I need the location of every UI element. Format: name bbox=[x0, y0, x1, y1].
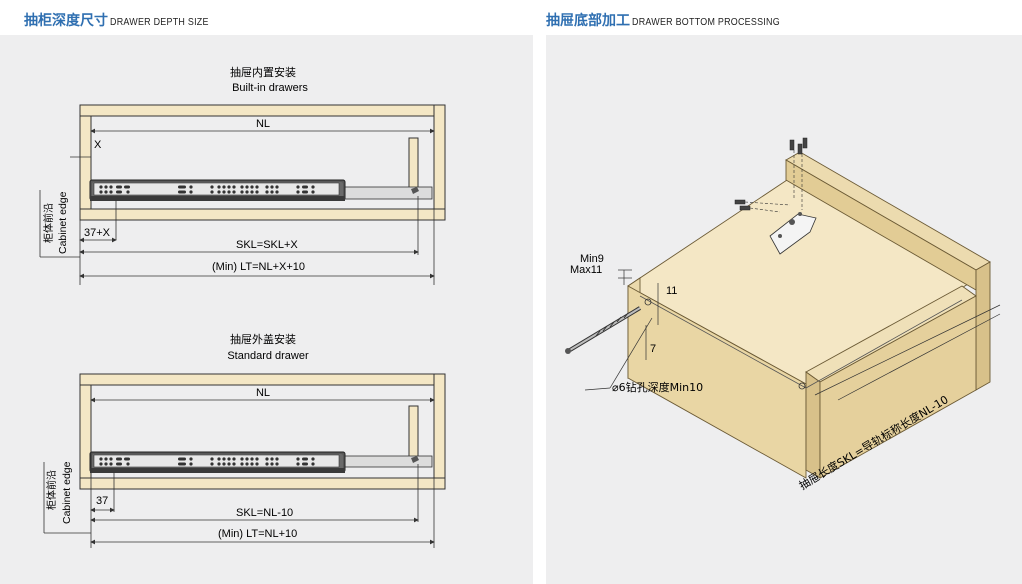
builtin-lt-label: (Min) LT=NL+X+10 bbox=[212, 261, 305, 273]
right-heading-en: DRAWER BOTTOM PROCESSING bbox=[632, 16, 780, 28]
builtin-offset-label: 37+X bbox=[84, 227, 111, 239]
left-heading-en: DRAWER DEPTH SIZE bbox=[110, 16, 209, 28]
builtin-skl-label: SKL=SKL+X bbox=[236, 239, 298, 251]
builtin-title-cn: 抽屉内置安装 bbox=[230, 65, 296, 79]
builtin-edge-en: Cabinet edge bbox=[57, 191, 69, 254]
right-heading: 抽屉底部加工 DRAWER BOTTOM PROCESSING bbox=[546, 10, 806, 32]
standard-edge-en: Cabinet edge bbox=[61, 461, 73, 524]
builtin-title-en: Built-in drawers bbox=[232, 82, 308, 94]
left-heading-cn: 抽柜深度尺寸 bbox=[24, 13, 108, 29]
standard-skl-label: SKL=NL-10 bbox=[236, 507, 293, 519]
builtin-edge-cn: 柜体前沿 bbox=[42, 203, 55, 243]
standard-title-cn: 抽屉外盖安装 bbox=[230, 332, 296, 346]
standard-slide bbox=[89, 451, 346, 474]
standard-title-en: Standard drawer bbox=[227, 350, 309, 362]
standard-lt-label: (Min) LT=NL+10 bbox=[218, 528, 297, 540]
builtin-slide bbox=[89, 179, 346, 202]
right-heading-cn: 抽屉底部加工 bbox=[546, 13, 630, 29]
standard-edge-cn: 柜体前沿 bbox=[45, 470, 58, 510]
right-panel bbox=[546, 35, 1022, 584]
standard-nl-label: NL bbox=[256, 387, 270, 399]
builtin-nl-label: NL bbox=[256, 118, 270, 130]
standard-offset-label: 37 bbox=[96, 495, 108, 507]
drawer-depth-diagrams: 抽屉内置安装 Built-in drawers NL X 37+X SKL=SK… bbox=[39, 65, 446, 548]
builtin-x-label: X bbox=[94, 139, 102, 151]
standard-cabinet bbox=[79, 373, 446, 490]
left-heading: 抽柜深度尺寸 DRAWER DEPTH SIZE bbox=[24, 10, 226, 32]
